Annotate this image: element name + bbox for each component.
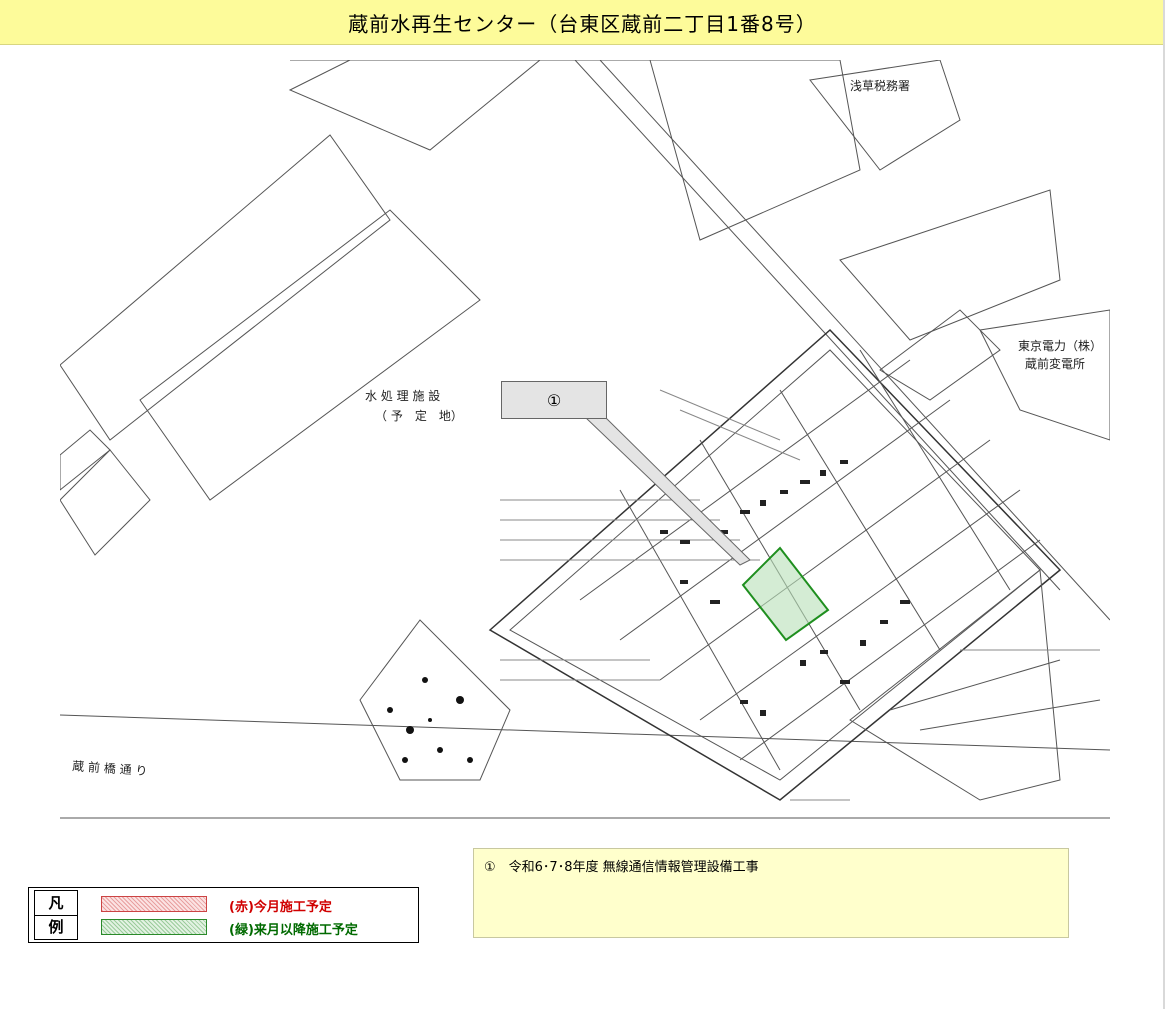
callout-box: ① [501,381,607,419]
building-tiny-left [60,429,111,491]
label-power-station-2: 蔵前変電所 [1025,356,1085,371]
site-map: 浅草税務署 東京電力（株） 蔵前変電所 水 処 理 施 設 （ 予 定 地） 蔵… [60,60,1110,819]
note-box: ① 令和6･7･8年度 無線通信情報管理設備工事 [473,848,1069,938]
street-upper [60,714,1110,751]
park-area [359,619,511,781]
label-street: 蔵 前 橋 通 り [72,758,148,778]
label-power-station-1: 東京電力（株） [1018,338,1102,353]
label-planned-facility-1: 水 処 理 施 設 [365,388,440,403]
building-block-tr5 [879,309,1001,401]
page-title: 蔵前水再生センター（台東区蔵前二丁目1番8号） [0,0,1165,45]
building-block-tr4 [979,309,1110,441]
legend-label-green: (緑)来月以降施工予定 [229,923,358,938]
green-work-area [741,546,830,642]
road-diagonal-1 [599,60,1110,621]
legend-swatch-green [101,919,207,935]
road-diagonal-2 [574,60,1061,591]
legend-key: 凡 例 [34,890,78,940]
legend-label-red: (赤)今月施工予定 [229,900,332,915]
building-block-left [60,134,391,441]
label-planned-facility-2: （ 予 定 地） [375,408,463,423]
ramp-structure [849,569,1061,801]
building-block-tr3 [839,189,1061,341]
legend-swatch-red [101,896,207,912]
label-tax-office: 浅草税務署 [850,79,910,93]
legend-key-bottom: 例 [48,918,64,936]
building-strip [139,209,481,501]
building-block-tr2 [809,60,961,171]
legend-key-top: 凡 [35,891,77,916]
plant-outline [488,328,1062,801]
building-block-tr1 [649,60,861,241]
legend: 凡 例 (赤)今月施工予定 (緑)来月以降施工予定 [28,887,419,943]
note-text: ① 令和6･7･8年度 無線通信情報管理設備工事 [484,860,759,875]
window-edge [1163,0,1165,1009]
building-small-left [60,449,151,556]
building-block-top [288,60,541,151]
